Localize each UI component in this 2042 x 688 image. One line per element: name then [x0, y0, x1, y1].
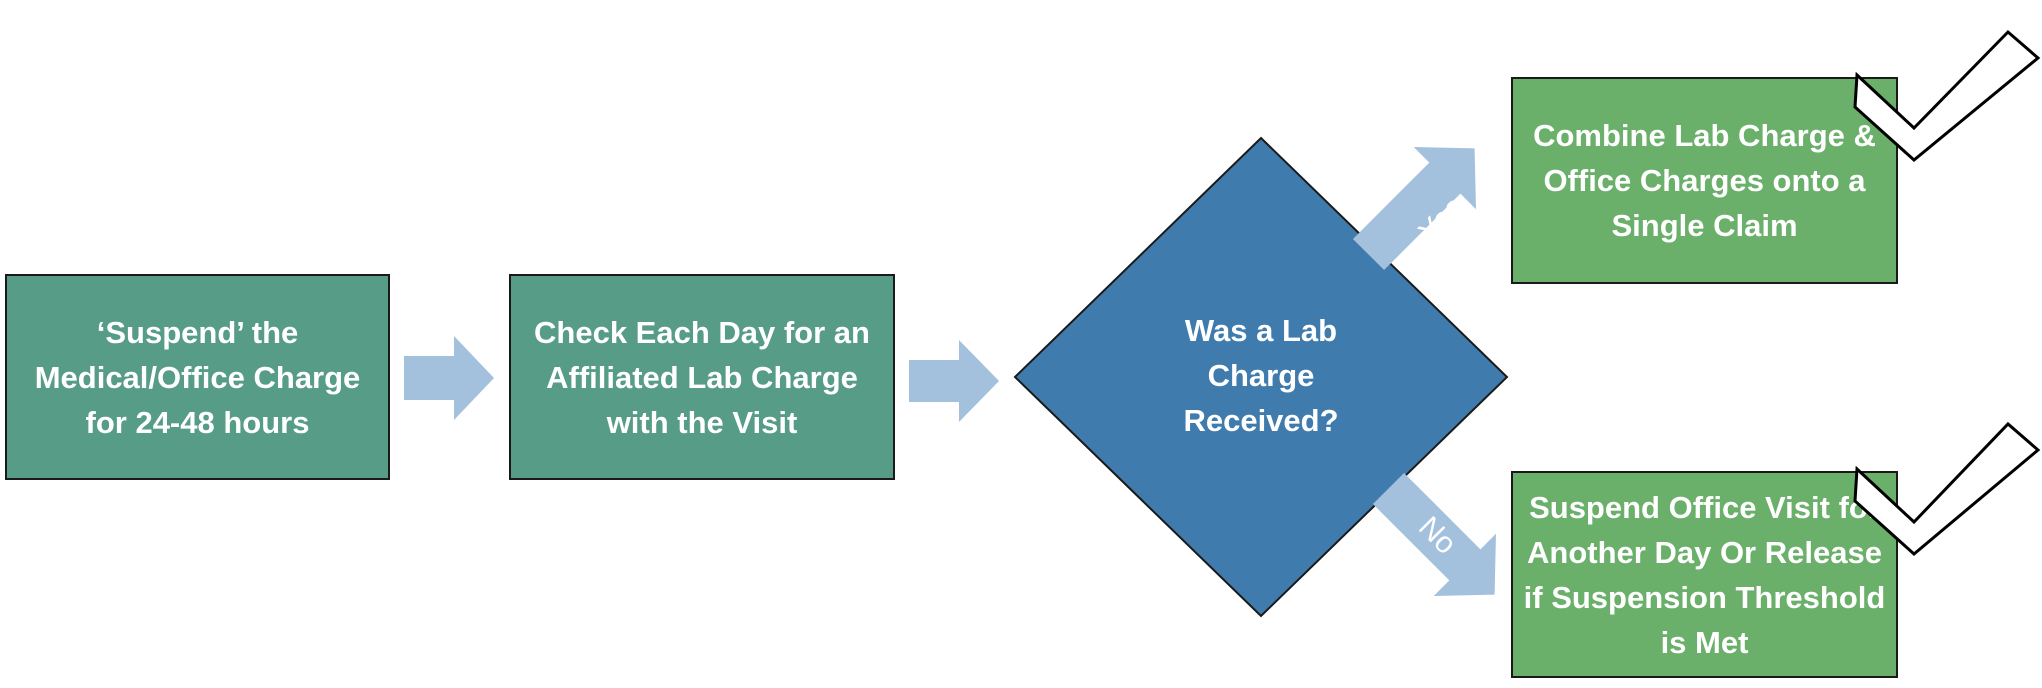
- arrow-right-icon: [404, 336, 494, 420]
- step-suspend-charge-text: ‘Suspend’ the Medical/Office Charge for …: [34, 314, 361, 440]
- step-check-lab-charge-text: Check Each Day for an Affiliated Lab Cha…: [534, 314, 870, 440]
- outcome-combine-claim: Combine Lab Charge & Office Charges onto…: [1511, 77, 1898, 284]
- step-check-lab-charge: Check Each Day for an Affiliated Lab Cha…: [509, 274, 895, 480]
- arrow-right-icon: [909, 340, 999, 422]
- outcome-combine-claim-text: Combine Lab Charge & Office Charges onto…: [1533, 118, 1876, 243]
- decision-question: Was a Lab Charge Received?: [1183, 312, 1339, 438]
- outcome-suspend-visit: Suspend Office Visit for Another Day Or …: [1511, 471, 1898, 678]
- arrow-right-icon: [1352, 147, 1476, 271]
- outcome-suspend-visit-text: Suspend Office Visit for Another Day Or …: [1523, 489, 1886, 660]
- arrow-right-icon: [1372, 472, 1496, 596]
- step-suspend-charge: ‘Suspend’ the Medical/Office Charge for …: [5, 274, 390, 480]
